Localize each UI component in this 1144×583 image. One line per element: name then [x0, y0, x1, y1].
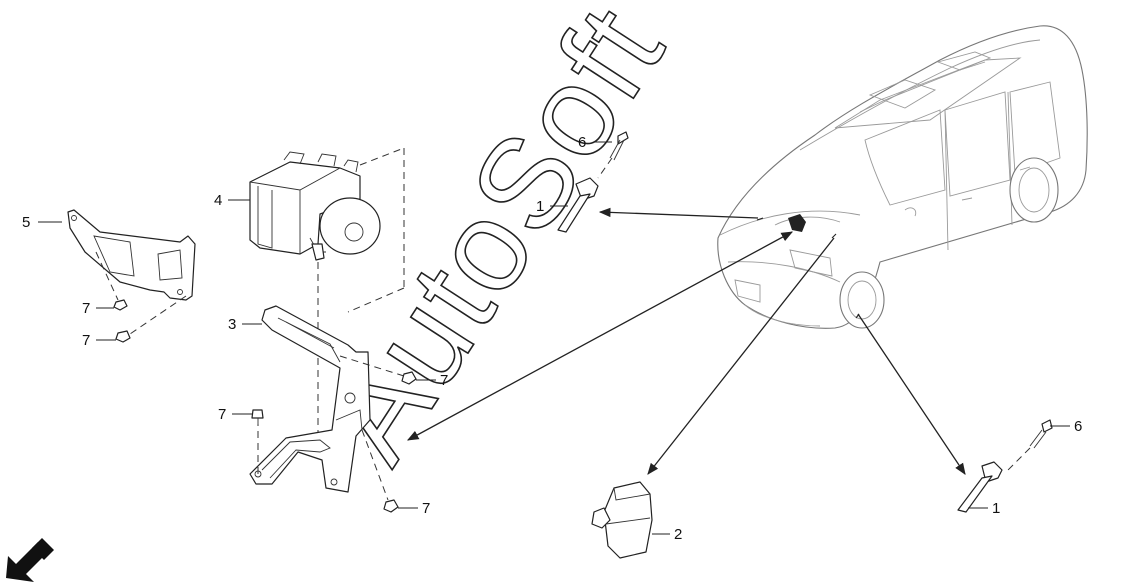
callout-sensor: 2 [674, 526, 682, 543]
bracket-left [67, 209, 196, 335]
bracket-main [249, 305, 405, 501]
clip-1-upper [557, 177, 599, 233]
arrow-to-clip-upper [598, 207, 759, 219]
callout-bolt-d: 7 [218, 406, 226, 423]
callout-abs-actuator: 4 [214, 192, 222, 209]
bolt-7-d [251, 409, 264, 426]
callout-bolt-c: 7 [440, 372, 448, 389]
front-arrow-icon [6, 538, 54, 582]
abs-actuator [249, 147, 405, 446]
abs-location-marker [788, 214, 806, 232]
vehicle-illustration [717, 25, 1088, 329]
clip-1-lower [957, 461, 1003, 513]
screw-6-lower [1007, 419, 1053, 471]
arrow-abs-to-bracket [406, 231, 794, 441]
callout-screw-lower: 6 [1074, 418, 1082, 435]
bolt-7-c [401, 371, 417, 385]
callouts: 5 4 3 7 7 7 7 7 6 1 2 6 1 [22, 134, 1082, 543]
callout-bolt-a: 7 [82, 300, 90, 317]
callout-bolt-e: 7 [422, 500, 430, 517]
bolt-7-a [113, 299, 128, 311]
bolt-7-b [115, 330, 131, 343]
callout-clip-lower: 1 [992, 500, 1000, 517]
pointer-arrows [406, 207, 966, 475]
screw-6-upper [597, 131, 629, 179]
sensor-2 [591, 481, 653, 559]
callout-bolt-b: 7 [82, 332, 90, 349]
callout-bracket-left: 5 [22, 214, 30, 231]
callout-screw-upper: 6 [578, 134, 586, 151]
bolt-7-e [383, 499, 399, 513]
arrow-to-sensor [647, 237, 835, 475]
callout-leaders [38, 141, 1070, 535]
callout-clip-upper: 1 [536, 198, 544, 215]
callout-bracket-main: 3 [228, 316, 236, 333]
arrow-to-clip-lower [857, 313, 966, 475]
